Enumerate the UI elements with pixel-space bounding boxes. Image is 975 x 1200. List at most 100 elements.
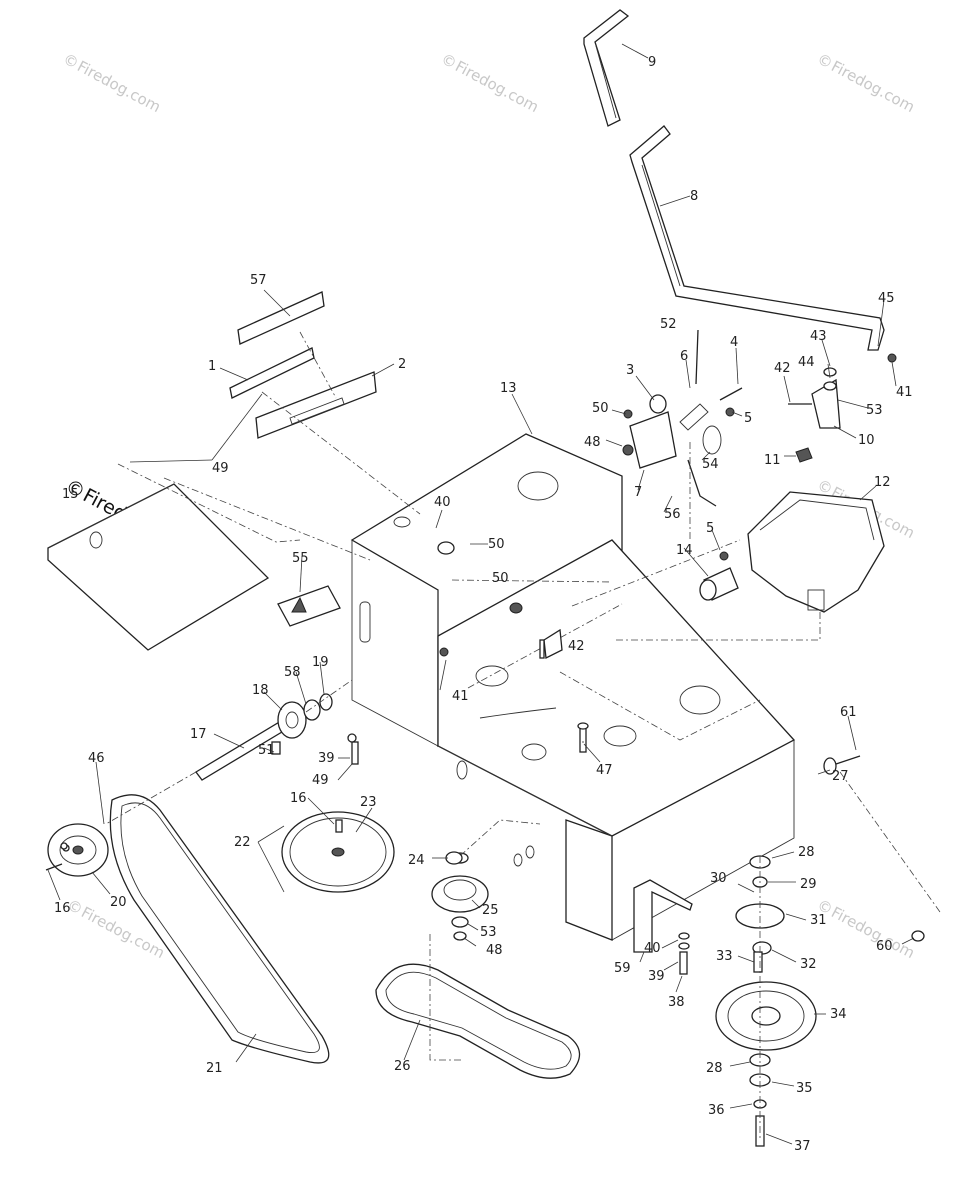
callout-27: 27 [832, 769, 849, 784]
callout-50: 50 [592, 401, 609, 416]
callout-24: 24 [408, 853, 425, 868]
shift-bracket [629, 329, 743, 507]
callout-17: 17 [190, 727, 207, 742]
callout-46: 46 [88, 751, 105, 766]
belt-21 [109, 794, 330, 1064]
callout-14: 14 [676, 543, 693, 558]
callout-13: 13 [500, 381, 517, 396]
watermark-symbol: © [438, 50, 460, 73]
bracket-part-2 [255, 371, 377, 439]
bracket-part-57 [237, 291, 325, 345]
shield-plate-15 [47, 483, 270, 651]
callout-6: 6 [680, 349, 688, 364]
callout-10: 10 [858, 433, 875, 448]
drive-pulley-34 [715, 981, 817, 1051]
callout-32: 32 [800, 957, 817, 972]
callout-15: 15 [62, 487, 79, 502]
watermark-symbol: © [60, 50, 82, 73]
watermark-symbol: © [814, 476, 836, 499]
assembly-lines [105, 331, 941, 1140]
callout-59: 59 [614, 961, 631, 976]
callout-39: 39 [318, 751, 335, 766]
callout-36: 36 [708, 1103, 725, 1118]
callout-29: 29 [800, 877, 817, 892]
callout-49: 49 [212, 461, 229, 476]
warning-decal [277, 585, 341, 627]
large-pulley-23 [281, 811, 395, 893]
callout-12: 12 [874, 475, 891, 490]
callout-21: 21 [206, 1061, 223, 1076]
chassis-frame [350, 433, 796, 941]
callout-58: 58 [284, 665, 301, 680]
callout-41: 41 [896, 385, 913, 400]
callout-49b: 49 [312, 773, 329, 788]
watermark: © Firedog.com [814, 896, 918, 963]
watermark-symbol: © [64, 896, 86, 919]
coupling-14 [699, 567, 739, 601]
watermark-text: Firedog.com [828, 903, 918, 962]
callout-48b: 48 [486, 943, 503, 958]
belt-26 [375, 963, 581, 1079]
leader-lines [47, 43, 915, 1145]
callout-61: 61 [840, 705, 857, 720]
idler-bracket-59 [633, 879, 693, 953]
watermark: © Firedog.com [438, 50, 542, 117]
callout-38: 38 [668, 995, 685, 1010]
callout-48: 48 [584, 435, 601, 450]
callout-55: 55 [292, 551, 309, 566]
bolt-38 [678, 932, 690, 975]
callout-22: 22 [234, 835, 251, 850]
callout-42: 42 [774, 361, 791, 376]
watermark-text: Firedog.com [74, 57, 164, 116]
callouts: 9 8 57 45 52 43 4 1 2 6 3 42 44 41 13 50… [54, 55, 913, 1154]
callout-34: 34 [830, 1007, 847, 1022]
callout-50c: 50 [492, 571, 509, 586]
callout-5b: 5 [706, 521, 714, 536]
callout-26: 26 [394, 1059, 411, 1074]
callout-28b: 28 [706, 1061, 723, 1076]
callout-51: 51 [258, 743, 275, 758]
bracket-part-1 [229, 347, 315, 399]
callout-35: 35 [796, 1081, 813, 1096]
watermark-symbol: © [814, 896, 836, 919]
callout-9: 9 [648, 55, 656, 70]
nut-60 [911, 930, 925, 942]
handle-bar-upper [583, 9, 630, 127]
watermark-text: Firedog.com [452, 57, 542, 116]
callout-42b: 42 [568, 639, 585, 654]
watermark-text: Firedog.com [78, 903, 168, 962]
callout-4: 4 [730, 335, 738, 350]
callout-40: 40 [434, 495, 451, 510]
handle-bar-lower [629, 125, 885, 351]
callout-40b: 40 [644, 941, 661, 956]
arm-bracket [788, 367, 841, 463]
callout-43: 43 [810, 329, 827, 344]
callout-33: 33 [716, 949, 733, 964]
watermark: © Firedog.com [60, 50, 164, 117]
callout-45: 45 [878, 291, 895, 306]
callout-1: 1 [208, 359, 216, 374]
callout-56: 56 [664, 507, 681, 522]
callout-54: 54 [702, 457, 719, 472]
callout-37: 37 [794, 1139, 811, 1154]
watermark-symbol: © [814, 50, 836, 73]
watermark: © Firedog.com [814, 50, 918, 117]
callout-8: 8 [690, 189, 698, 204]
engine-pulley-20 [45, 823, 109, 877]
watermark-text: Firedog.com [828, 57, 918, 116]
transmission-gearbox [747, 491, 885, 613]
callout-53: 53 [866, 403, 883, 418]
drive-shaft [195, 693, 333, 781]
callout-3: 3 [626, 363, 634, 378]
callout-23: 23 [360, 795, 377, 810]
callout-44: 44 [798, 355, 815, 370]
callout-57: 57 [250, 273, 267, 288]
washer-27 [823, 755, 861, 775]
hardware [60, 353, 897, 865]
callout-31: 31 [810, 913, 827, 928]
callout-50b: 50 [488, 537, 505, 552]
callout-7: 7 [634, 485, 642, 500]
callout-16: 16 [290, 791, 307, 806]
callout-30: 30 [710, 871, 727, 886]
